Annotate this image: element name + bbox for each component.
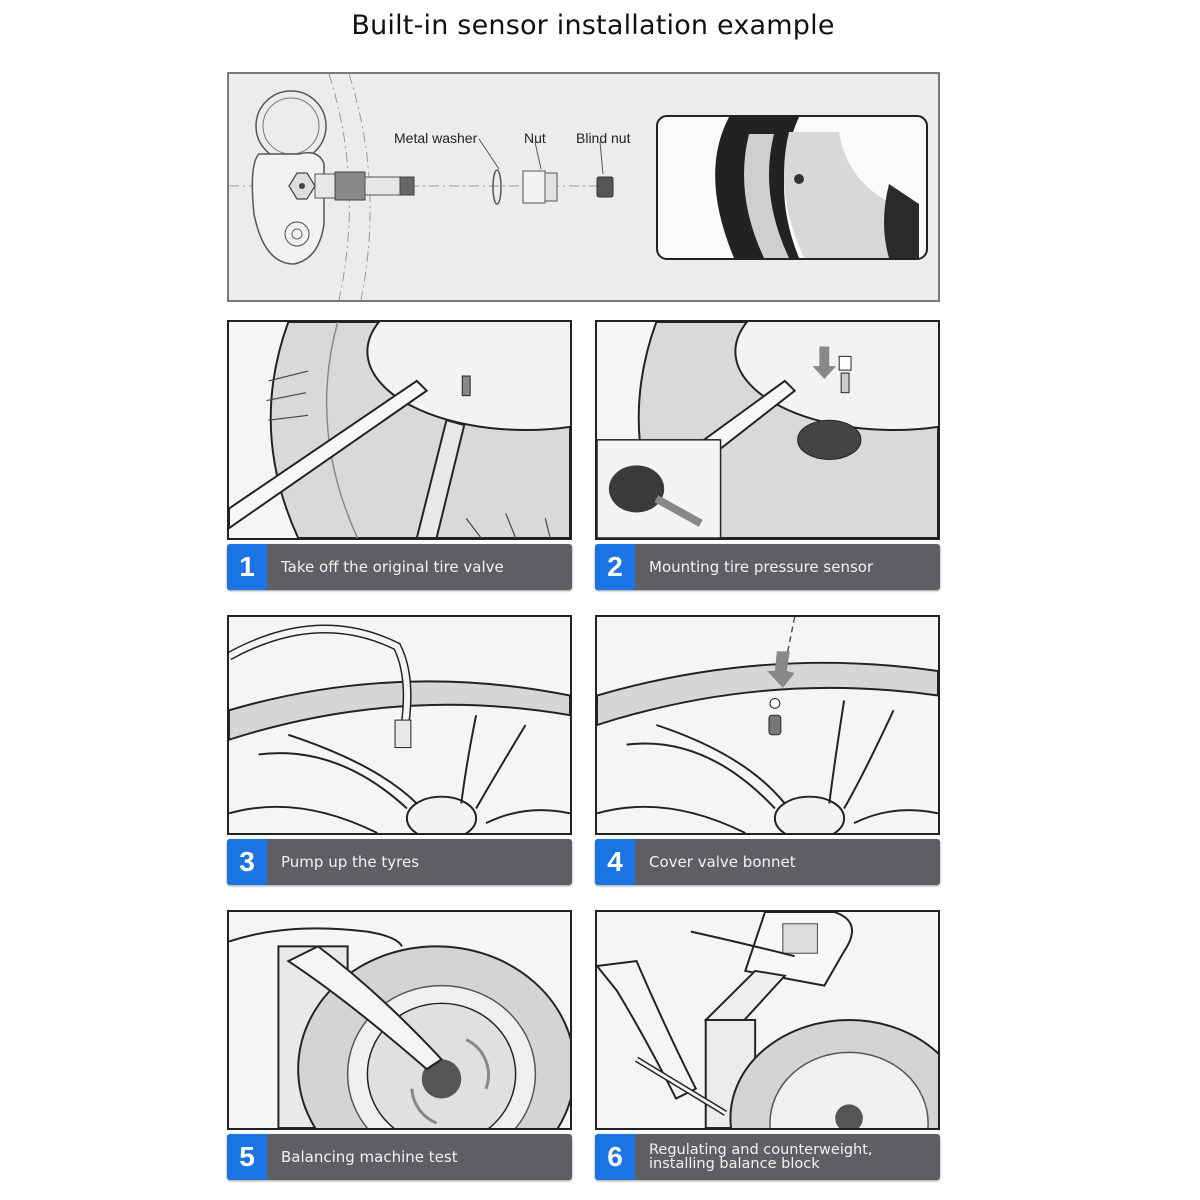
step-number-badge: 3 [227, 839, 267, 885]
step-1-illustration [227, 320, 572, 540]
step-5-illustration [227, 910, 572, 1130]
step-label: Pump up the tyres [281, 853, 420, 871]
step-5-caption: 5 Balancing machine test [227, 1134, 572, 1180]
step-1-caption: 1 Take off the original tire valve [227, 544, 572, 590]
part-label-nut: Nut [524, 130, 546, 146]
step-label: Balancing machine test [281, 1148, 458, 1166]
step-6-illustration [595, 910, 940, 1130]
step-number-badge: 5 [227, 1134, 267, 1180]
step-number-badge: 6 [595, 1134, 635, 1180]
step-2-caption: 2 Mounting tire pressure sensor [595, 544, 940, 590]
step-6-caption: 6 Regulating and counterweight, installi… [595, 1134, 940, 1180]
step-3-caption: 3 Pump up the tyres [227, 839, 572, 885]
page-title: Built-in sensor installation example [351, 10, 835, 41]
step-2-illustration [595, 320, 940, 540]
step-label: Regulating and counterweight, installing… [649, 1142, 873, 1172]
step-label: Cover valve bonnet [649, 853, 796, 871]
step-label: Mounting tire pressure sensor [649, 558, 874, 576]
part-label-metal-washer: Metal washer [394, 130, 478, 146]
step-4-illustration [595, 615, 940, 835]
step-label: Take off the original tire valve [281, 558, 504, 576]
step-number-badge: 2 [595, 544, 635, 590]
sensor-exploded-diagram: Metal washer Nut Blind nut [227, 72, 940, 302]
step-number-badge: 4 [595, 839, 635, 885]
step-number-badge: 1 [227, 544, 267, 590]
step-3-illustration [227, 615, 572, 835]
sensor-parts-illustration [229, 74, 928, 300]
part-label-blind-nut: Blind nut [576, 130, 631, 146]
step-4-caption: 4 Cover valve bonnet [595, 839, 940, 885]
